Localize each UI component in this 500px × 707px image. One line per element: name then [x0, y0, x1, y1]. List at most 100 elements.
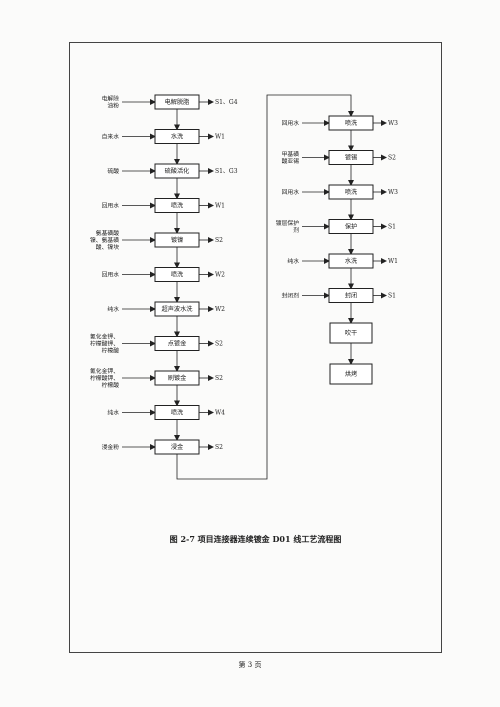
input-material-label: 回用水	[102, 202, 120, 210]
input-material-label: 封闭剂	[282, 292, 300, 300]
input-material-label: 柠檬酸	[102, 347, 120, 355]
process-step-label: 水洗	[171, 133, 184, 141]
input-material-label: 回用水	[282, 119, 300, 127]
process-step: 喷洗 回用水 W2	[102, 267, 225, 282]
process-step: 封闭 封闭剂 S1	[282, 288, 396, 303]
process-step-label: 硫酸活化	[165, 167, 190, 175]
input-material-label: 浸金粉	[102, 443, 120, 451]
process-box	[154, 163, 200, 179]
input-material-label: 纯水	[287, 257, 299, 265]
column-connector-arrow	[176, 94, 354, 480]
process-box	[154, 129, 200, 144]
process-step-label: 喷洗	[171, 202, 184, 210]
page-number: 第 3 页	[238, 661, 262, 669]
process-step-label: 刷镀金	[168, 374, 187, 382]
process-box	[328, 253, 374, 269]
input-material-label: 纯水	[107, 409, 119, 417]
input-material-label: 柠檬酸钾、	[90, 340, 119, 348]
output-emission-label: W3	[388, 120, 398, 127]
process-step-label: 喷洗	[345, 119, 358, 127]
process-step-label: 电解脱脂	[165, 98, 190, 106]
process-box	[328, 288, 374, 303]
input-material-label: 氰化金钾、	[90, 367, 119, 375]
process-step-label: 喷洗	[171, 271, 184, 279]
process-step-label: 点镀金	[168, 340, 187, 348]
output-emission-label: W1	[215, 134, 225, 141]
process-step: 硫酸活化 硫酸 S1、G3	[107, 163, 238, 179]
output-emission-label: W3	[388, 189, 398, 196]
process-step-label: 封闭	[345, 292, 357, 300]
process-box	[154, 267, 200, 282]
output-emission-label: S2	[388, 155, 396, 162]
output-emission-label: W2	[215, 306, 225, 313]
process-box	[154, 94, 200, 110]
input-material-label: 酸、镍块	[96, 243, 119, 251]
input-material-label: 自来水	[102, 133, 120, 141]
process-step-label: 保护	[345, 223, 357, 231]
input-material-label: 柠檬酸	[102, 381, 120, 389]
output-emission-label: S2	[215, 341, 223, 348]
output-emission-label: S2	[215, 237, 223, 244]
process-step: 喷洗 纯水 W4	[107, 405, 225, 420]
process-step-label: 吹干	[345, 329, 357, 337]
input-material-label: 剂	[293, 226, 299, 234]
process-step-label: 烘烤	[345, 370, 357, 378]
input-material-label: 回用水	[282, 188, 300, 196]
figure-caption: 图 2-7 项目连接器连续镀金 D01 线工艺流程图	[169, 534, 342, 544]
input-material-label: 氰化金钾、	[90, 333, 119, 341]
input-material-label: 柠檬酸钾、	[90, 374, 119, 382]
process-step: 喷洗 回用水 W1	[102, 198, 225, 213]
output-emission-label: S1、G3	[215, 168, 238, 175]
output-emission-label: W1	[215, 203, 225, 210]
output-emission-label: S1	[388, 293, 396, 300]
input-material-label: 甲基磺	[282, 150, 300, 158]
input-material-label: 电解除	[102, 95, 120, 103]
process-box	[154, 232, 200, 248]
process-step: 水洗 自来水 W1	[102, 129, 225, 144]
input-material-label: 氨基磺酸	[96, 229, 119, 237]
process-box	[328, 115, 374, 131]
process-box	[154, 370, 200, 386]
process-box	[154, 405, 200, 420]
output-emission-label: W2	[215, 272, 225, 279]
input-material-label: 酸亚锡	[282, 157, 300, 165]
process-box	[154, 301, 200, 317]
process-step: 烘烤	[329, 363, 373, 385]
figure-frame	[69, 42, 442, 653]
input-material-label: 油粉	[107, 102, 119, 110]
process-step: 喷洗 回用水 W3	[282, 115, 398, 131]
output-emission-label: W4	[215, 410, 225, 417]
input-material-label: 镀层保护	[276, 219, 299, 227]
output-emission-label: S2	[215, 375, 223, 382]
process-step: 点镀金 氰化金钾、柠檬酸钾、柠檬酸 S2	[90, 333, 223, 355]
input-material-label: 回用水	[102, 271, 120, 279]
process-step: 水洗 纯水 W1	[287, 253, 398, 269]
process-box	[328, 219, 374, 234]
process-box	[328, 184, 374, 200]
process-box	[154, 198, 200, 213]
process-step: 吹干	[329, 322, 373, 344]
input-material-label: 纯水	[107, 305, 119, 313]
process-box	[329, 322, 373, 344]
process-step-label: 镀锡	[345, 154, 357, 162]
process-step-label: 水洗	[345, 257, 358, 265]
output-emission-label: S2	[215, 444, 223, 451]
input-material-label: 镍、氨基磺	[90, 236, 119, 244]
process-step-label: 超声波水洗	[162, 305, 194, 313]
process-step: 超声波水洗 纯水 W2	[107, 301, 225, 317]
process-step-label: 喷洗	[345, 188, 358, 196]
output-emission-label: S1、G4	[215, 99, 238, 106]
output-emission-label: S1	[388, 224, 396, 231]
input-material-label: 硫酸	[107, 167, 119, 175]
output-emission-label: W1	[388, 258, 398, 265]
process-step: 刷镀金 氰化金钾、柠檬酸钾、柠檬酸 S2	[90, 367, 223, 389]
process-box	[329, 363, 373, 385]
process-step-label: 喷洗	[171, 409, 184, 417]
process-step: 喷洗 回用水 W3	[282, 184, 398, 200]
